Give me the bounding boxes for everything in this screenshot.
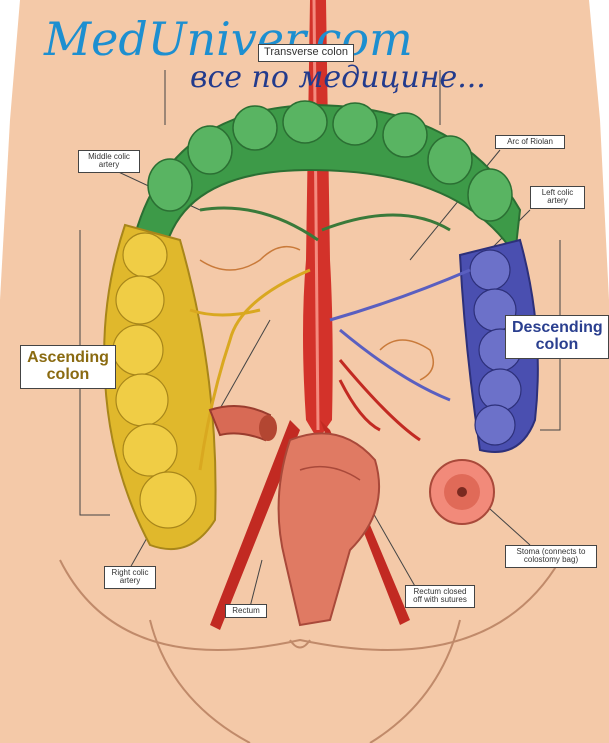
label-descending-colon: Descending colon xyxy=(505,315,609,359)
label-rectum-closed: Rectum closed off with sutures xyxy=(405,585,475,608)
label-arc-of-riolan: Arc of Riolan xyxy=(495,135,565,149)
label-right-colic-artery: Right colic artery xyxy=(104,566,156,589)
label-transverse-colon: Transverse colon xyxy=(258,44,354,62)
watermark-site: MedUniver.com xyxy=(44,12,413,66)
label-rectum: Rectum xyxy=(225,604,267,618)
label-middle-colic-artery: Middle colic artery xyxy=(78,150,140,173)
watermark-tagline: все по медицине... xyxy=(190,60,486,95)
stoma xyxy=(430,460,494,524)
label-stoma: Stoma (connects to colostomy bag) xyxy=(505,545,597,568)
label-left-colic-artery: Left colic artery xyxy=(530,186,585,209)
label-ascending-colon: Ascending colon xyxy=(20,345,116,389)
